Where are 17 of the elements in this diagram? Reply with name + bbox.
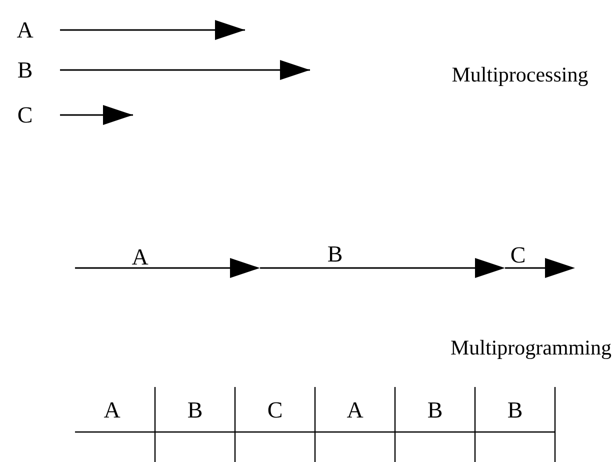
segment-label: C	[510, 242, 526, 268]
segment-label: A	[132, 244, 148, 270]
arrow	[60, 105, 133, 125]
table-cell-text: B	[427, 397, 443, 423]
segment-label: B	[327, 241, 343, 267]
table-cell-text: C	[267, 397, 283, 423]
process-label: C	[17, 102, 33, 128]
table-cell-text: A	[104, 397, 120, 423]
table-cell-text: A	[346, 397, 364, 423]
table-cell-text: B	[187, 397, 203, 423]
process-label: A	[16, 17, 34, 43]
table-cell-text: B	[507, 397, 523, 423]
process-label: B	[17, 57, 33, 83]
arrow	[60, 20, 245, 40]
arrow	[60, 60, 310, 80]
heading: Multiprocessing	[452, 63, 588, 87]
heading: Multiprogramming	[450, 336, 612, 360]
